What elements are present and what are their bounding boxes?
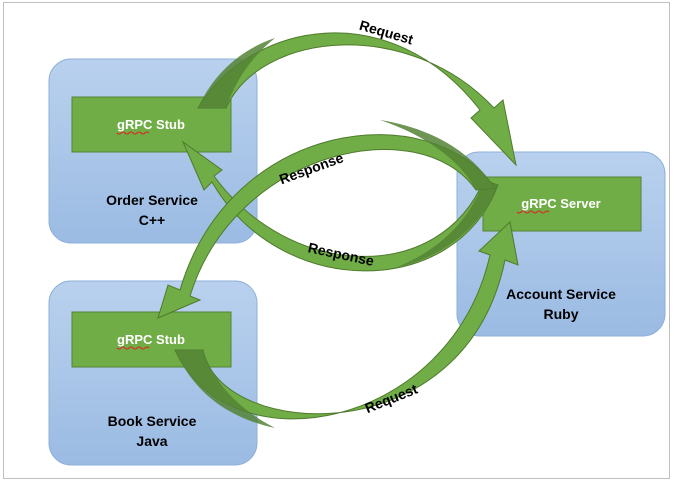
book-stub-label: gRPC Stub [117, 332, 185, 347]
account-server-label: gRPC Server [521, 196, 600, 211]
book-service-name: Book Service [108, 413, 197, 429]
order-stub-spellcheck [116, 131, 150, 135]
order-stub-label: gRPC Stub [117, 117, 185, 132]
book-service-lang: Java [136, 433, 167, 449]
order-request-arrow-shade [198, 38, 275, 108]
order-service-name: Order Service [106, 192, 198, 208]
account-service-lang: Ruby [544, 306, 579, 322]
book-response-arrow-shade [380, 120, 495, 190]
book-response-arrow [157, 134, 496, 319]
account-service-name: Account Service [506, 286, 616, 302]
book-request-arrow-shade [175, 350, 275, 428]
book-request-arrow [174, 221, 519, 420]
order-response-arrow [181, 140, 499, 272]
order-service-lang: C++ [139, 212, 165, 228]
book-request-label: Request [363, 380, 421, 416]
account-server-spellcheck [516, 210, 550, 214]
order-request-arrow [197, 32, 517, 167]
book-stub-spellcheck [116, 346, 150, 350]
